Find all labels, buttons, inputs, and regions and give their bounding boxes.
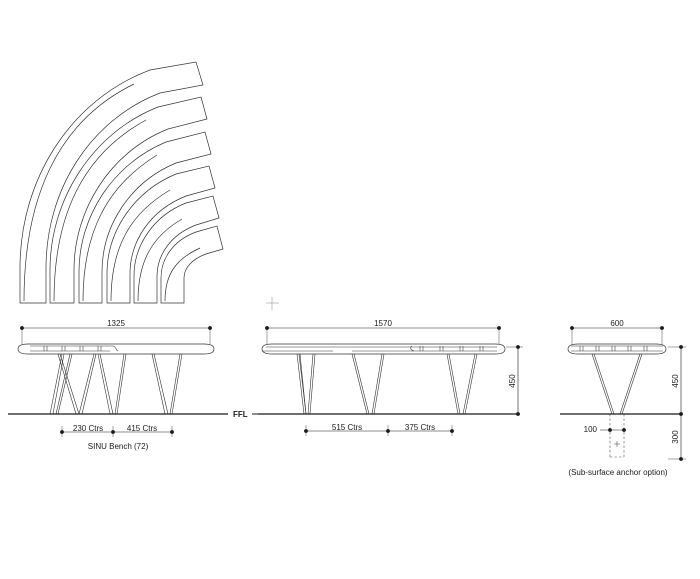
anchor-option-note: (Sub-surface anchor option) (568, 468, 668, 477)
front-seat-slat-lines (30, 345, 119, 352)
front-legs (49, 353, 183, 415)
dimension-label-front-overall: 1325 (107, 319, 125, 328)
dimension-side-height (506, 344, 523, 417)
end-seat-slab (567, 343, 667, 355)
side-seat-slat-lines (262, 345, 497, 352)
dimension-side-overall (264, 325, 502, 344)
dimension-label-side-spacing-2: 375 Ctrs (405, 423, 435, 432)
dimension-label-front-spacing-2: 415 Ctrs (127, 424, 157, 433)
dimension-label-end-height: 450 (671, 374, 680, 388)
dimension-label-end-overall: 600 (610, 319, 624, 328)
dimension-label-anchor-depth: 300 (671, 430, 680, 444)
plan-slat-4 (106, 165, 216, 304)
front-elevation-view: 1325 (17, 319, 215, 451)
dimension-end-overall (569, 325, 665, 344)
plan-slat-1 (19, 61, 204, 304)
long-elevation-view: 1570 (261, 319, 523, 436)
end-legs (591, 353, 643, 415)
side-legs (296, 353, 478, 415)
ground-level-label-left: FFL (233, 410, 248, 419)
plan-slat-6 (160, 225, 224, 304)
plan-slat-5 (133, 195, 220, 304)
dimension-label-front-spacing-1: 230 Ctrs (73, 424, 103, 433)
dimension-anchor-width (600, 427, 627, 433)
plan-slat-3 (78, 131, 212, 304)
end-seat-slat-lines (571, 345, 663, 352)
dimension-side-leg-spacings (303, 425, 455, 436)
dimension-end-height (668, 344, 686, 417)
sub-surface-anchor (609, 414, 625, 458)
dimension-front-leg-spacings (59, 426, 175, 437)
curved-bench-plan-view (19, 61, 224, 304)
plan-slat-2 (49, 96, 208, 304)
anchor-centre-mark-icon (614, 441, 620, 447)
plan-centre-cross-icon (266, 297, 279, 310)
front-elevation-caption: SINU Bench (72) (88, 442, 149, 451)
dimension-anchor-depth (668, 414, 686, 462)
end-elevation-view: 600 (567, 319, 686, 477)
dimension-label-side-overall: 1570 (374, 319, 392, 328)
dimension-label-anchor-width: 100 (584, 425, 598, 434)
dimension-label-side-height: 450 (508, 374, 517, 388)
dimension-front-overall (19, 325, 213, 344)
dimension-label-side-spacing-1: 515 Ctrs (332, 423, 362, 432)
side-seat-slab (261, 343, 506, 355)
